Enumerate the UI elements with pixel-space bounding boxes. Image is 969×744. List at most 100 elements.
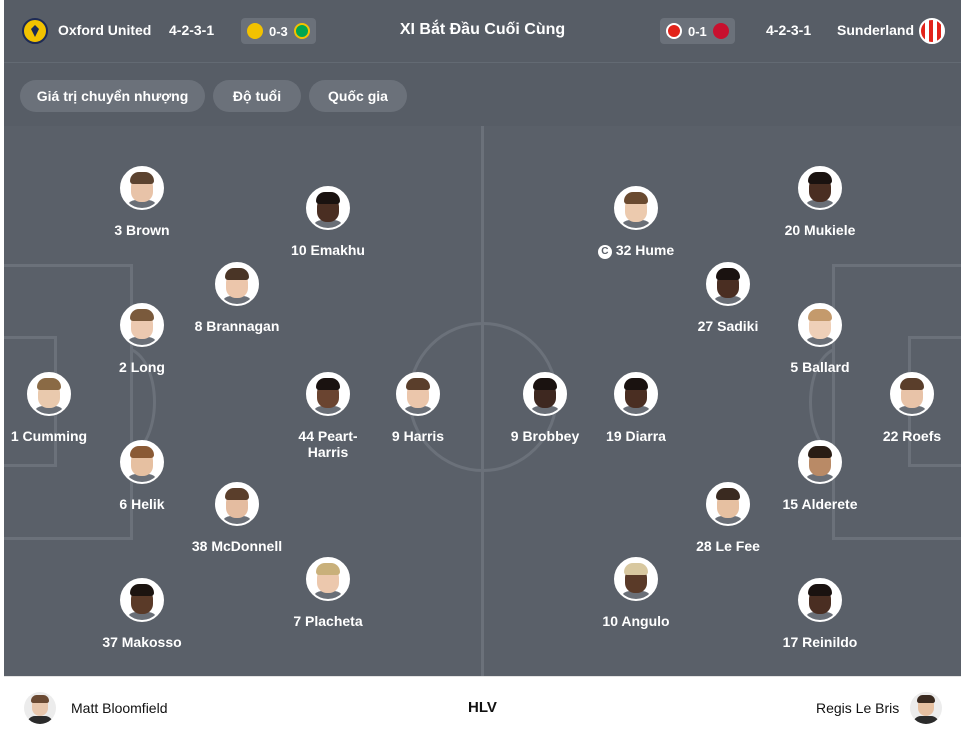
player-name: 9 Harris	[358, 428, 478, 444]
away-player[interactable]: 22 Roefs	[852, 372, 961, 444]
player-label: 3 Brown	[114, 222, 170, 238]
player-avatar[interactable]	[706, 482, 750, 526]
home-coach-avatar[interactable]	[24, 692, 56, 724]
player-avatar[interactable]	[120, 578, 164, 622]
player-avatar[interactable]	[306, 186, 350, 230]
player-avatar[interactable]	[614, 557, 658, 601]
home-player[interactable]: 7 Placheta	[268, 557, 388, 629]
coach-bar: Matt Bloomfield HLV Regis Le Bris	[4, 676, 961, 738]
away-player[interactable]: 9 Brobbey	[485, 372, 605, 444]
home-player[interactable]: 37 Makosso	[82, 578, 202, 650]
player-label: 9 Harris	[391, 428, 445, 444]
player-avatar[interactable]	[798, 303, 842, 347]
player-name: 22 Roefs	[852, 428, 961, 444]
player-name: 7 Placheta	[268, 613, 388, 629]
away-player[interactable]: 20 Mukiele	[760, 166, 880, 238]
filter-market-value[interactable]: Giá trị chuyển nhượng	[20, 80, 205, 112]
filter-nationality[interactable]: Quốc gia	[309, 80, 407, 112]
away-player[interactable]: 10 Angulo	[576, 557, 696, 629]
page-title: XI Bắt Đầu Cuối Cùng	[399, 21, 566, 38]
player-avatar[interactable]	[215, 262, 259, 306]
player-name: 28 Le Fee	[668, 538, 788, 554]
away-last-match[interactable]: 0-1	[660, 18, 735, 44]
player-avatar[interactable]	[306, 372, 350, 416]
player-name: 37 Makosso	[82, 634, 202, 650]
player-avatar[interactable]	[523, 372, 567, 416]
oxford-mini-crest-icon	[247, 23, 263, 39]
player-label: 7 Placheta	[293, 613, 363, 629]
player-avatar[interactable]	[706, 262, 750, 306]
away-player[interactable]: 15 Alderete	[760, 440, 880, 512]
captain-icon: C	[597, 245, 612, 259]
home-player[interactable]: 8 Brannagan	[177, 262, 297, 334]
player-name: 17 Reinildo	[760, 634, 880, 650]
player-avatar[interactable]	[614, 186, 658, 230]
home-player[interactable]: 6 Helik	[82, 440, 202, 512]
away-last-score: 0-1	[688, 23, 707, 39]
player-label: 44 Peart-Harris	[298, 428, 358, 460]
away-player[interactable]: 17 Reinildo	[760, 578, 880, 650]
lineup-widget: Oxford United 4-2-3-1 0-3 XI Bắt Đầu Cuố…	[4, 0, 961, 744]
player-avatar[interactable]	[120, 166, 164, 210]
player-avatar[interactable]	[120, 440, 164, 484]
player-avatar[interactable]	[396, 372, 440, 416]
player-avatar[interactable]	[215, 482, 259, 526]
sunderland-mini-crest-icon	[666, 23, 682, 39]
player-label: 15 Alderete	[782, 496, 858, 512]
home-player[interactable]: 44 Peart-Harris	[268, 372, 388, 460]
player-avatar[interactable]	[798, 166, 842, 210]
player-label: 5 Ballard	[790, 359, 850, 375]
player-label: 28 Le Fee	[696, 538, 760, 554]
player-label: 9 Brobbey	[510, 428, 580, 444]
home-team-name[interactable]: Oxford United	[58, 22, 152, 38]
player-label: 38 McDonnell	[191, 538, 283, 554]
away-player[interactable]: 19 Diarra	[576, 372, 696, 444]
home-last-score: 0-3	[269, 23, 288, 39]
player-avatar[interactable]	[306, 557, 350, 601]
player-avatar[interactable]	[614, 372, 658, 416]
sunderland-crest-icon[interactable]	[919, 18, 945, 44]
away-coach-avatar[interactable]	[910, 692, 942, 724]
away-player[interactable]: 27 Sadiki	[668, 262, 788, 334]
player-avatar[interactable]	[798, 578, 842, 622]
player-label: 8 Brannagan	[194, 318, 280, 334]
norwich-crest-icon	[293, 23, 310, 39]
away-coach-name[interactable]: Regis Le Bris	[816, 700, 900, 716]
player-avatar[interactable]	[120, 303, 164, 347]
player-label: 17 Reinildo	[782, 634, 858, 650]
player-name: 15 Alderete	[760, 496, 880, 512]
player-label: 32 Hume	[615, 242, 675, 258]
home-player[interactable]: 2 Long	[82, 303, 202, 375]
home-coach-name[interactable]: Matt Bloomfield	[71, 700, 168, 716]
player-avatar[interactable]	[890, 372, 934, 416]
player-avatar[interactable]	[798, 440, 842, 484]
pitch: 1 Cumming 3 Brown 2 Long 6 Helik 37 Makosso 8…	[4, 126, 961, 676]
filter-bar: Giá trị chuyển nhượng Độ tuổi Quốc gia	[4, 62, 961, 126]
home-player[interactable]: 9 Harris	[358, 372, 478, 444]
player-name: 38 McDonnell	[177, 538, 297, 554]
away-player[interactable]: 5 Ballard	[760, 303, 880, 375]
home-last-match[interactable]: 0-3	[241, 18, 316, 44]
player-label: 10 Emakhu	[291, 242, 365, 258]
coach-label: HLV	[468, 699, 497, 716]
player-name: 44 Peart-Harris	[288, 428, 368, 460]
filter-age[interactable]: Độ tuổi	[213, 80, 301, 112]
player-label: 6 Helik	[119, 496, 165, 512]
away-team-name[interactable]: Sunderland	[837, 22, 915, 38]
home-player[interactable]: 38 McDonnell	[177, 482, 297, 554]
player-name: 9 Brobbey	[485, 428, 605, 444]
home-player[interactable]: 10 Emakhu	[268, 186, 388, 258]
player-name: 1 Cumming	[4, 428, 109, 444]
player-name: 3 Brown	[82, 222, 202, 238]
oxford-united-crest-icon[interactable]	[22, 18, 48, 44]
liverpool-crest-icon	[712, 23, 729, 39]
away-player[interactable]: 28 Le Fee	[668, 482, 788, 554]
home-player[interactable]: 1 Cumming	[4, 372, 109, 444]
player-avatar[interactable]	[27, 372, 71, 416]
player-name: 5 Ballard	[760, 359, 880, 375]
player-name: 10 Emakhu	[268, 242, 388, 258]
player-label: 20 Mukiele	[784, 222, 856, 238]
home-player[interactable]: 3 Brown	[82, 166, 202, 238]
